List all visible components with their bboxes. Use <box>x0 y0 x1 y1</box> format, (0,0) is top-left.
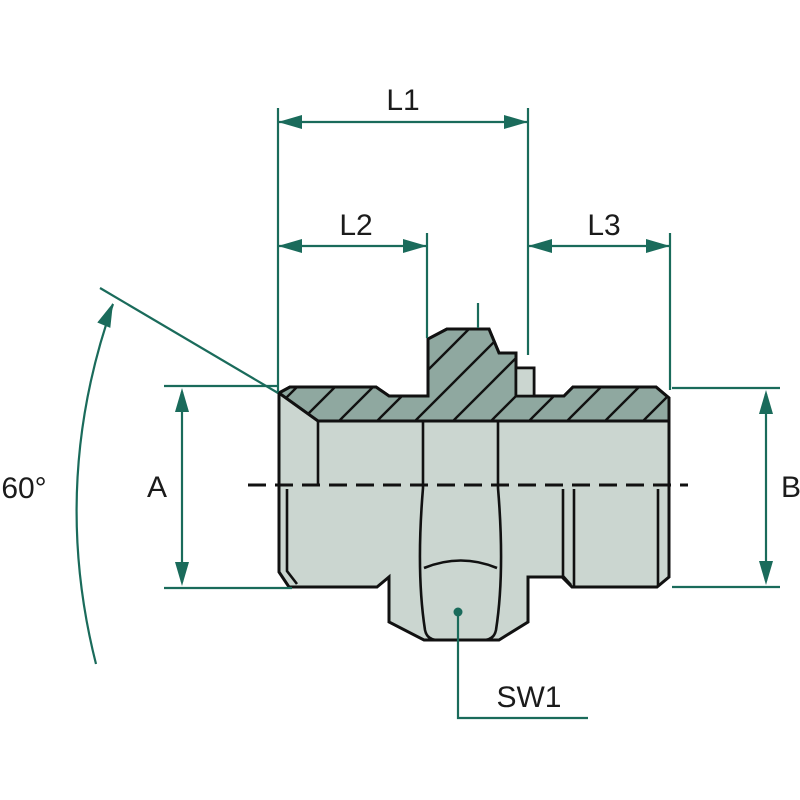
label-l1: L1 <box>386 84 419 117</box>
left-thread-root <box>285 489 299 585</box>
dimension-sw1: SW1 <box>453 607 588 720</box>
label-l2: L2 <box>339 209 372 242</box>
dimension-b: B <box>672 386 800 589</box>
washer-tab <box>514 366 536 398</box>
label-b: B <box>781 471 800 504</box>
l2-arrow-right <box>403 239 427 253</box>
right-thread-root-1 <box>561 489 572 586</box>
dimension-l2: L2 <box>278 209 480 338</box>
dimension-l3: L3 <box>528 209 672 390</box>
l1-arrow-left <box>278 115 302 129</box>
dimension-l1: L1 <box>276 84 530 392</box>
section-hatching <box>276 327 671 423</box>
label-a: A <box>147 471 167 504</box>
b-arrow-up <box>759 390 773 414</box>
hex-chamfer-curve <box>423 559 498 570</box>
angle-arc <box>75 303 115 665</box>
l2-arrow-left <box>278 239 302 253</box>
fitting-body <box>248 327 688 642</box>
l3-arrow-right <box>646 239 670 253</box>
sw1-leader-line <box>456 612 588 720</box>
dimension-a: A <box>147 384 292 590</box>
angle-arc-arrow <box>97 303 113 328</box>
a-arrow-up <box>175 388 189 412</box>
l3-arrow-left <box>528 239 552 253</box>
angle-flank-line <box>99 287 279 394</box>
a-arrow-down <box>175 562 189 586</box>
l1-arrow-right <box>504 115 528 129</box>
seat-cone-line <box>278 391 319 423</box>
hex-front-facet <box>418 421 503 642</box>
label-l3: L3 <box>587 209 620 242</box>
b-arrow-down <box>759 561 773 585</box>
label-angle: 60° <box>1 472 46 505</box>
dimension-angle-60: 60° <box>1 287 279 665</box>
label-sw1: SW1 <box>496 681 561 714</box>
